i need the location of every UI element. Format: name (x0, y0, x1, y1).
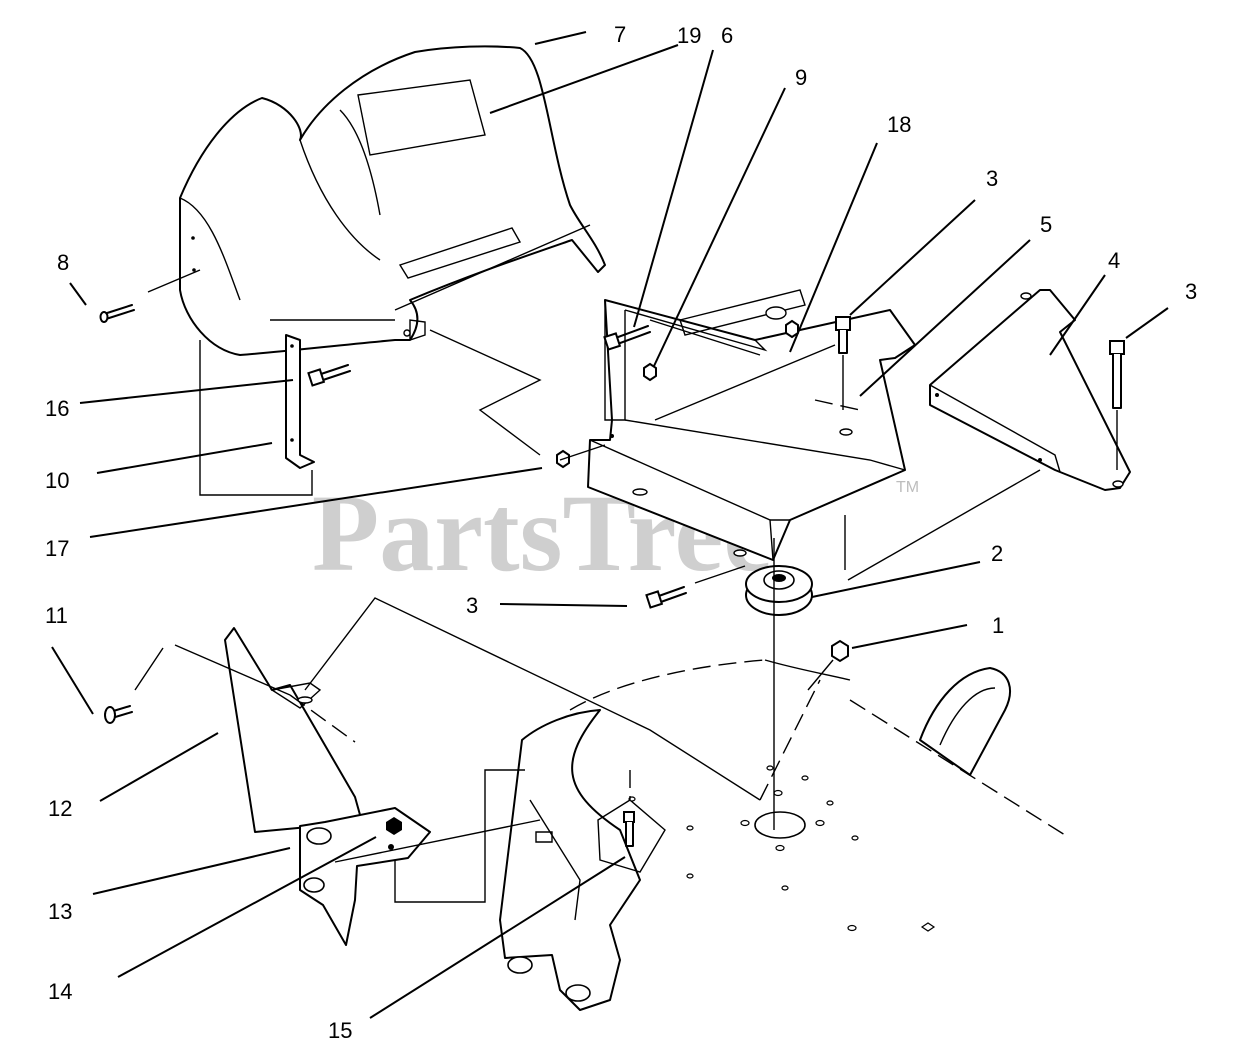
callout-1: 1 (992, 613, 1004, 638)
pin-part-8[interactable] (99, 304, 135, 323)
callout-18: 18 (887, 112, 911, 137)
bolt-part-3-lower[interactable] (645, 586, 687, 609)
bolt-part-19[interactable] (603, 325, 651, 351)
callout-15: 15 (328, 1018, 352, 1043)
callout-8: 8 (57, 250, 69, 275)
screw-part-11[interactable] (104, 705, 133, 724)
l-bracket-part[interactable] (285, 334, 315, 469)
leader-lines (51, 31, 1169, 1019)
deck-plate (499, 659, 1066, 1011)
callout-9: 9 (795, 65, 807, 90)
callout-14: 14 (48, 979, 72, 1004)
bolt-part-3-right[interactable] (1109, 340, 1125, 409)
callout-3-lower: 3 (466, 593, 478, 618)
callout-17: 17 (45, 536, 69, 561)
bolt-part-15[interactable] (623, 811, 635, 847)
callout-12: 12 (48, 796, 72, 821)
callout-11: 11 (45, 603, 68, 628)
seat-part[interactable] (179, 45, 606, 356)
bolt-part-3-upper[interactable] (835, 316, 851, 354)
support-bracket-part[interactable] (929, 289, 1131, 491)
bolt-part-16[interactable] (307, 364, 351, 387)
callout-5: 5 (1040, 212, 1052, 237)
blade-bracket-part[interactable] (299, 807, 431, 946)
callout-16: 16 (45, 396, 69, 421)
callout-4: 4 (1108, 248, 1120, 273)
callout-3-upper: 3 (986, 166, 998, 191)
callout-6: 6 (721, 23, 733, 48)
nut-part-9[interactable] (643, 362, 657, 382)
callout-19: 19 (677, 23, 701, 48)
assembly-lines (134, 269, 1118, 903)
callout-2: 2 (991, 541, 1003, 566)
watermark-tm: TM (896, 479, 919, 496)
callout-10: 10 (45, 468, 69, 493)
nut-part-1[interactable] (831, 639, 849, 663)
deflector-part[interactable] (224, 627, 363, 833)
pulley-part[interactable] (745, 565, 813, 616)
callout-13: 13 (48, 899, 72, 924)
callout-7: 7 (614, 22, 626, 47)
mounting-bracket-part[interactable] (587, 289, 916, 561)
callout-labels: 7 19 6 9 18 3 5 4 3 8 16 10 17 2 3 11 1 … (45, 22, 1197, 1043)
callout-3-right: 3 (1185, 279, 1197, 304)
